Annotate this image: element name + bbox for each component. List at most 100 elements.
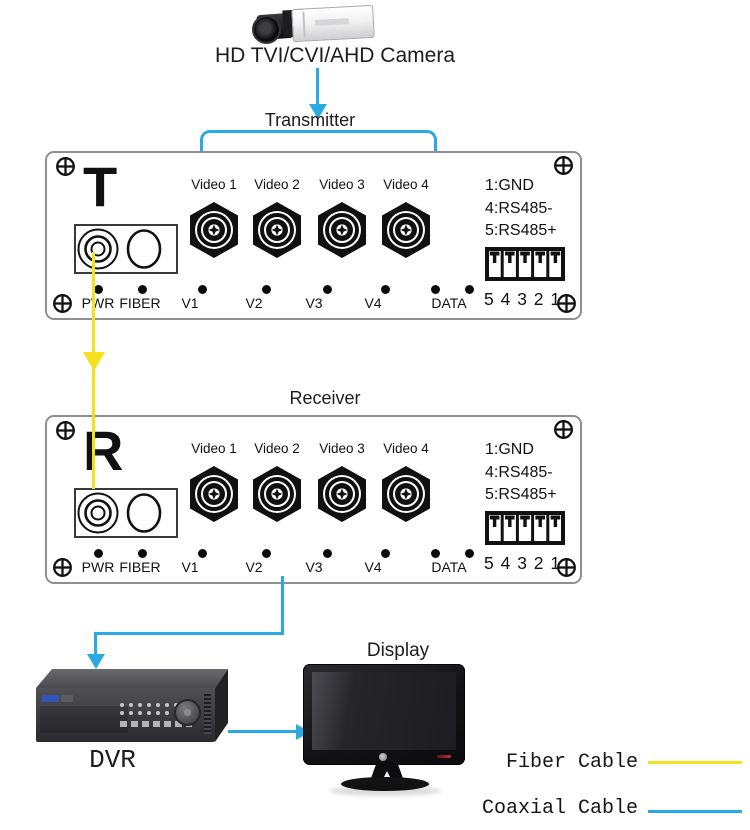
video-port-label: Video 4 [383, 441, 429, 456]
led-indicator [381, 285, 390, 294]
video-port-label: Video 2 [254, 177, 300, 192]
terminal-pin-numbers: 5 4 3 2 1 [484, 289, 562, 309]
pinout-line: 1:GND [485, 177, 534, 194]
bnc-connector-icon [380, 201, 432, 259]
fiber-power-port-box [74, 488, 178, 538]
led-label: V4 [364, 295, 382, 311]
dvr-front-door [40, 705, 128, 733]
monitor-logo-icon [379, 753, 387, 761]
receiver-panel: R Video 1 Video 2 Video 3 Video 4 PWR FI… [45, 415, 582, 584]
rs485-pinout: 1:GND 4:RS485- 5:RS485+ [485, 175, 557, 243]
screw-icon [56, 421, 75, 440]
video-port-label: Video 3 [319, 177, 365, 192]
led-label: PWR [81, 559, 115, 575]
screw-icon [56, 157, 75, 176]
bnc-connector-icon [380, 465, 432, 523]
coax-line-receiver-down [281, 576, 284, 635]
led-indicator [138, 549, 147, 558]
terminal-pin-numbers: 5 4 3 2 1 [484, 553, 562, 573]
led-label: DATA [431, 295, 467, 311]
led-label: PWR [81, 295, 115, 311]
led-indicator [431, 549, 440, 558]
led-indicator [465, 285, 474, 294]
terminal-block-icon [485, 511, 565, 545]
monitor-stand-base [341, 777, 429, 791]
dvr-illustration [36, 669, 232, 743]
led-label: V2 [245, 295, 263, 311]
coax-line-camera-to-transmitter [316, 68, 319, 106]
led-label: V2 [245, 559, 263, 575]
pinout-line: 4:RS485- [485, 463, 553, 481]
led-indicator [262, 549, 271, 558]
coax-line-dvr-to-display [228, 730, 298, 733]
led-indicator [94, 549, 103, 558]
transmitter-label: Transmitter [264, 110, 356, 130]
led-indicator [94, 285, 103, 294]
dvr-button-row [120, 721, 192, 727]
transmitter-letter: T [83, 155, 118, 218]
led-indicator [381, 549, 390, 558]
rs485-pinout: 1:GND 4:RS485- 5:RS485+ [485, 439, 557, 507]
video-port-label: Video 2 [254, 441, 300, 456]
led-label: V3 [305, 559, 323, 575]
led-indicator [198, 549, 207, 558]
led-indicator [138, 285, 147, 294]
receiver-label: Receiver [289, 388, 361, 408]
video-port-label: Video 1 [191, 441, 237, 456]
led-indicator [431, 285, 440, 294]
terminal-block-icon [485, 247, 565, 281]
dvr-label: DVR [89, 745, 136, 775]
display-label: Display [366, 640, 430, 661]
monitor-stand-notch [382, 771, 392, 781]
camera-seam [302, 11, 306, 38]
led-indicator [323, 285, 332, 294]
monitor-power-led [437, 755, 451, 758]
bnc-connector-icon [251, 465, 303, 523]
dvr-top-face [36, 669, 228, 688]
fiber-port-icon [77, 228, 162, 270]
dvr-vent [204, 694, 211, 734]
fiber-port-icon [77, 492, 162, 534]
screw-icon [554, 420, 573, 439]
pinout-line: 4:RS485- [485, 199, 553, 217]
coax-line-to-dvr [94, 632, 97, 656]
pinout-line: 5:RS485+ [485, 486, 557, 503]
legend-label-fiber: Fiber Cable [505, 751, 638, 774]
camera-lens-icon [252, 15, 281, 44]
led-label: V1 [181, 559, 199, 575]
video-port-label: Video 1 [191, 177, 237, 192]
dvr-front-panel [36, 688, 215, 742]
bnc-connector-icon [316, 465, 368, 523]
dvr-side-face [215, 669, 228, 742]
dvr-brand-badge [42, 695, 59, 702]
monitor-shadow [329, 786, 441, 796]
screw-icon [554, 156, 573, 175]
led-label: FIBER [119, 559, 161, 575]
transmitter-bracket [200, 130, 437, 155]
video-port-label: Video 3 [319, 441, 365, 456]
arrow-down-icon [309, 104, 327, 119]
led-indicator [465, 549, 474, 558]
camera-brand-mark [314, 18, 350, 26]
led-indicator [323, 549, 332, 558]
bnc-connector-icon [188, 465, 240, 523]
monitor-screen [312, 672, 456, 750]
pinout-line: 5:RS485+ [485, 222, 557, 239]
coax-line-receiver-horizontal [94, 632, 284, 635]
led-indicator [198, 285, 207, 294]
led-label: V3 [305, 295, 323, 311]
led-label: DATA [431, 559, 467, 575]
receiver-letter: R [83, 419, 124, 482]
pinout-line: 1:GND [485, 441, 534, 458]
dvr-jog-center-button [184, 709, 191, 716]
legend-line-coaxial [648, 810, 742, 813]
led-label: FIBER [119, 295, 161, 311]
legend-line-fiber [648, 761, 742, 764]
arrow-down-icon [87, 654, 105, 669]
fiber-power-port-box [74, 224, 178, 274]
transmitter-panel: T Video 1 Video 2 Video 3 Video 4 PWR FI… [45, 151, 582, 320]
dvr-button-dots [120, 711, 124, 715]
led-label: V1 [181, 295, 199, 311]
bnc-connector-icon [316, 201, 368, 259]
